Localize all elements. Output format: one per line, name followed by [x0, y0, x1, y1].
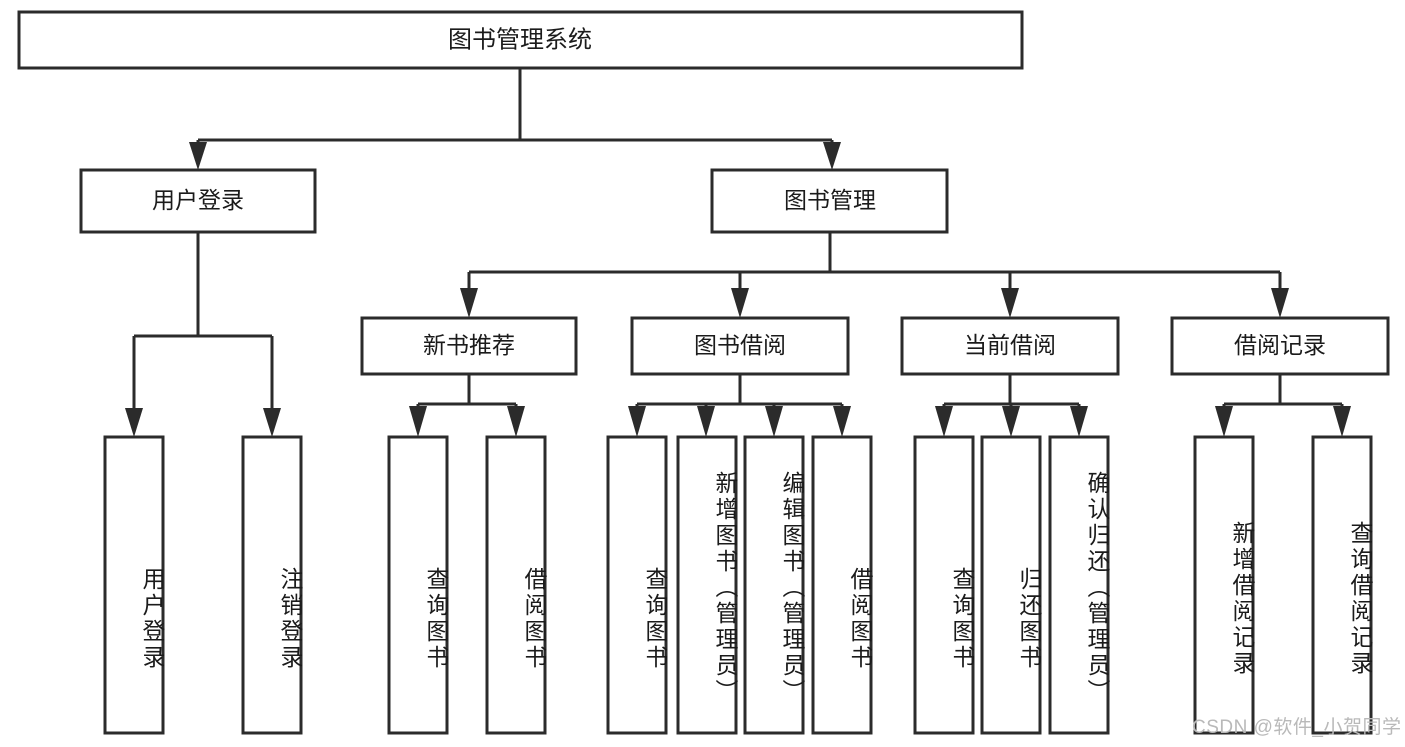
arrow-head-current-2: [1070, 406, 1088, 437]
arrow-head-newbook-0: [409, 406, 427, 437]
node-book-borrow[interactable]: 图书借阅: [630, 316, 850, 376]
arrow-head-level3-0: [460, 288, 478, 318]
arrow-head-record-0: [1215, 406, 1233, 437]
arrow-head-root-0: [189, 142, 207, 170]
node-user-login-label: 用户登录: [152, 187, 244, 213]
connector-newbook-to-leaves: [409, 374, 525, 437]
leaf-box-add-book-admin[interactable]: [676, 435, 738, 735]
node-user-login[interactable]: 用户登录: [79, 168, 317, 234]
connector-current-to-leaves: [935, 374, 1088, 437]
leaf-box-query-book-borrow[interactable]: [606, 435, 668, 735]
node-book-borrow-box[interactable]: [630, 316, 850, 376]
leaf-box-query-borrow-record[interactable]: [1311, 435, 1373, 735]
node-root[interactable]: 图书管理系统: [17, 10, 1024, 70]
leaf-box-query-book-current[interactable]: [913, 435, 975, 735]
node-current-borrow-box[interactable]: [900, 316, 1120, 376]
node-user-login-box[interactable]: [79, 168, 317, 234]
csdn-watermark: CSDN @软件_小贺同学: [1192, 717, 1402, 738]
node-book-borrow-label: 图书借阅: [694, 332, 786, 358]
connector-borrow-to-leaves: [628, 374, 851, 437]
node-root-box[interactable]: [17, 10, 1024, 70]
arrow-head-level3-2: [1001, 288, 1019, 318]
arrow-head-newbook-1: [507, 406, 525, 437]
arrow-head-borrow-2: [765, 406, 783, 437]
leaf-box-edit-book-admin[interactable]: [743, 435, 805, 735]
node-new-book-recommend[interactable]: 新书推荐: [360, 316, 578, 376]
arrow-head-userlogin-0: [125, 408, 143, 437]
arrow-head-root-1: [823, 142, 841, 170]
node-borrow-record-label: 借阅记录: [1234, 332, 1326, 358]
node-book-management[interactable]: 图书管理: [710, 168, 949, 234]
leaf-box-query-book-new[interactable]: [387, 435, 449, 735]
node-book-management-label: 图书管理: [784, 187, 876, 213]
connector-userlogin-to-leaves: [125, 232, 281, 437]
node-borrow-record[interactable]: 借阅记录: [1170, 316, 1390, 376]
connector-bookmgmt-to-level3: [460, 232, 1289, 318]
leaf-box-borrow-book[interactable]: [811, 435, 873, 735]
connector-record-to-leaves: [1215, 374, 1351, 437]
arrow-head-userlogin-1: [263, 408, 281, 437]
leaf-box-user-login[interactable]: [103, 435, 165, 735]
connector-root-to-level2: [189, 68, 841, 170]
arrow-head-borrow-0: [628, 406, 646, 437]
node-current-borrow[interactable]: 当前借阅: [900, 316, 1120, 376]
node-current-borrow-label: 当前借阅: [964, 332, 1056, 358]
leaf-box-add-borrow-record[interactable]: [1193, 435, 1255, 735]
leaf-box-confirm-return-admin[interactable]: [1048, 435, 1110, 735]
arrow-head-current-0: [935, 406, 953, 437]
leaf-box-return-book[interactable]: [980, 435, 1042, 735]
node-new-book-recommend-label: 新书推荐: [423, 332, 515, 358]
node-new-book-recommend-box[interactable]: [360, 316, 578, 376]
arrow-head-level3-3: [1271, 288, 1289, 318]
arrow-head-borrow-3: [833, 406, 851, 437]
arrow-head-level3-1: [731, 288, 749, 318]
node-borrow-record-box[interactable]: [1170, 316, 1390, 376]
node-book-management-box[interactable]: [710, 168, 949, 234]
arrow-head-current-1: [1002, 406, 1020, 437]
leaf-box-logout[interactable]: [241, 435, 303, 735]
arrow-head-borrow-1: [697, 406, 715, 437]
node-root-label: 图书管理系统: [448, 26, 592, 53]
arrow-head-record-1: [1333, 406, 1351, 437]
leaf-box-borrow-book-new[interactable]: [485, 435, 547, 735]
